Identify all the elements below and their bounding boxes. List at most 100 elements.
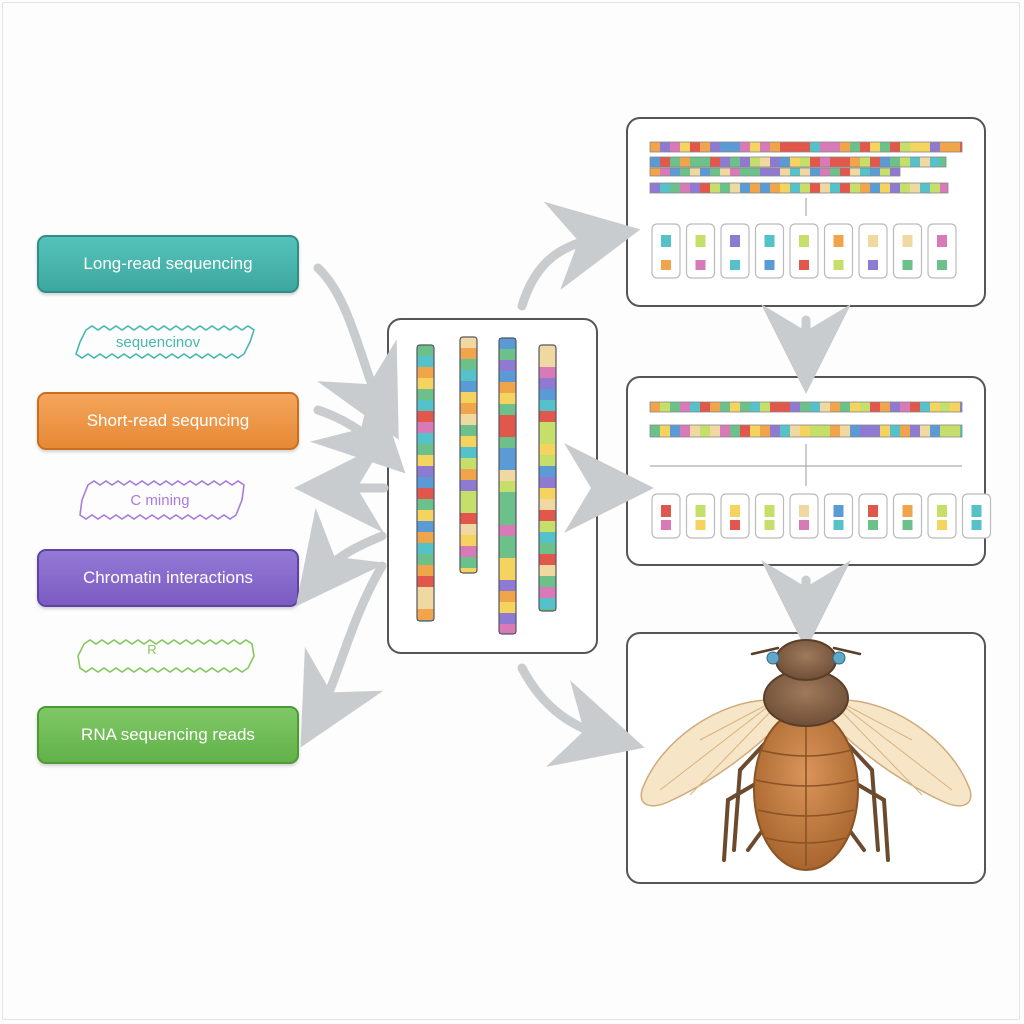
read-strip [880, 142, 890, 152]
long-read-glyph: sequencinov [75, 325, 255, 359]
chromosome-band [499, 404, 516, 415]
chromosome-band [499, 393, 516, 404]
chromosome-band [460, 381, 477, 392]
scaffold-strip-outline [649, 401, 963, 413]
read-cell [720, 223, 750, 279]
read-cell-mark [799, 235, 809, 247]
scaffold-cell-mark [902, 520, 913, 530]
read-strip [820, 157, 830, 167]
scaffold-strip [700, 402, 710, 412]
scaffold-cell-mark [730, 520, 740, 530]
scaffold-strip [810, 402, 820, 412]
chromosome-band [539, 510, 556, 521]
read-strip [860, 168, 870, 176]
scaffold-strip [960, 425, 962, 437]
read-strip [770, 183, 780, 193]
read-strip [760, 183, 770, 193]
read-strip [800, 183, 810, 193]
scaffold-strip [760, 402, 770, 412]
chromosome-band [539, 521, 556, 532]
read-strip [650, 183, 660, 193]
scaffold-strip [660, 402, 670, 412]
read-cell-mark [799, 260, 809, 270]
read-strip [960, 142, 962, 152]
scaffold-strip [780, 425, 790, 437]
read-strip [700, 183, 710, 193]
scaffold-cell-mark [971, 505, 982, 517]
chromosome-band [539, 411, 556, 422]
chromosome-band [499, 448, 516, 459]
read-strip [720, 157, 730, 167]
chromosome-band [499, 602, 516, 613]
scaffold-strip [920, 425, 930, 437]
read-strip [890, 168, 900, 176]
read-strip [850, 183, 860, 193]
read-strip [710, 142, 720, 152]
scaffold-strip [930, 425, 940, 437]
read-strip [650, 168, 660, 176]
read-strip [880, 168, 890, 176]
scaffold-strip [830, 425, 840, 437]
chromosome-band [499, 580, 516, 591]
scaffold-strip [880, 425, 890, 437]
fly-icon [640, 639, 972, 871]
read-strip [890, 142, 900, 152]
chromosome-band [499, 338, 516, 349]
arrow-icon [300, 561, 387, 748]
chromosome-band [539, 400, 556, 411]
read-cell-mark [902, 235, 913, 247]
chromosome-band [417, 356, 434, 367]
read-strip [730, 142, 740, 152]
chromosome-band [417, 587, 434, 598]
read-strip [860, 142, 870, 152]
read-strip [740, 183, 750, 193]
scaffold-strip [870, 425, 880, 437]
read-cell [927, 223, 957, 279]
chromosome-band [417, 554, 434, 565]
read-strip [750, 168, 760, 176]
scaffold-strip [940, 425, 950, 437]
chromosome-band [539, 576, 556, 587]
read-strip [870, 142, 880, 152]
read-strip [900, 183, 910, 193]
chromosome-band [539, 499, 556, 510]
chromosome-band [417, 543, 434, 554]
read-strip [930, 157, 940, 167]
scaffold-strip [910, 425, 920, 437]
scaffold-cell-mark [833, 505, 844, 517]
read-strip [860, 183, 870, 193]
scaffold-strip [920, 402, 930, 412]
chromosome-band [539, 455, 556, 466]
chromosome-band [460, 403, 477, 414]
read-cell-mark [902, 260, 913, 270]
chromosome-outline [498, 337, 517, 635]
chromosome-band [499, 459, 516, 470]
read-strip [680, 168, 690, 176]
read-strip [750, 142, 760, 152]
chromosome-band [417, 422, 434, 433]
scaffold-strip [800, 402, 810, 412]
read-glyph-outline [77, 639, 255, 673]
read-strip [790, 183, 800, 193]
read-cell [754, 223, 785, 279]
scaffold-strip [730, 402, 740, 412]
short-read-glyph-label: C mining [130, 492, 189, 509]
read-strip [920, 157, 930, 167]
read-strip [650, 157, 660, 167]
scaffold-strip [940, 402, 950, 412]
read-strip [890, 157, 900, 167]
chromosome-band [417, 345, 434, 356]
chromosome-band [539, 565, 556, 576]
read-strip [770, 157, 780, 167]
chromosome-band [460, 513, 477, 524]
chromosome-band [499, 613, 516, 624]
chromosome-band [499, 481, 516, 492]
read-cell-mark [661, 235, 671, 247]
scaffold-strip [710, 425, 720, 437]
chromosome-band [460, 535, 477, 546]
scaffold-strip [860, 402, 870, 412]
scaffold-cell-mark [902, 505, 913, 517]
read-strip [780, 157, 790, 167]
scaffold-strip [900, 402, 910, 412]
chromosome-band [499, 415, 516, 426]
